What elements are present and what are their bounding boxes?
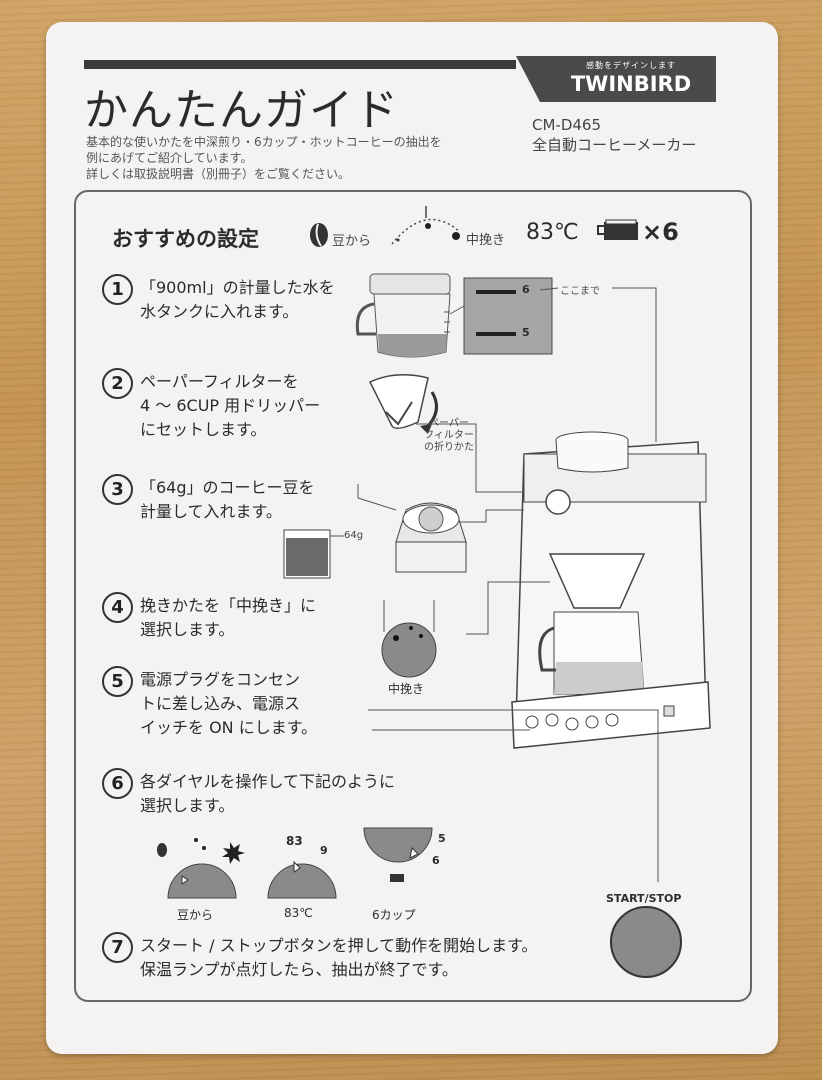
step-text-6: 各ダイヤルを操作して下記のように選択します。 (140, 772, 396, 815)
leader-lines (368, 287, 659, 882)
step-number-1: 1 (102, 274, 133, 305)
dial-cups-mark-5: 5 (438, 832, 446, 845)
step-text-5: 電源プラグをコンセントに差し込み、電源スイッチを ON にします。 (140, 670, 318, 737)
gauge-callout: ここまで (560, 286, 600, 297)
recommended-label: おすすめの設定 (112, 227, 259, 251)
title-bar (84, 60, 516, 69)
water-gauge-zoom (449, 277, 559, 355)
dial-temp-right: 9 (320, 844, 328, 857)
bean-setting: 豆から (332, 234, 372, 249)
quick-guide-card: 感動をデザインします TWINBIRD かんたんガイド 基本的な使いかたを中深煎… (46, 22, 778, 1054)
start-stop-illustration (610, 906, 682, 978)
dial-cups (363, 827, 433, 882)
dial-bean-label: 豆から (177, 908, 214, 922)
step-number-4: 4 (102, 592, 133, 623)
bean-weight-label: 64g (344, 530, 364, 541)
model-number: CM-D465 (532, 116, 602, 134)
grind-setting: 中挽き (466, 233, 506, 248)
grind-dial-illustration (381, 600, 437, 678)
step-text-4: 挽きかたを「中挽き」に選択します。 (140, 596, 317, 639)
step-number-5: 5 (102, 666, 133, 697)
step-text-3: 「64g」のコーヒー豆を計量して入れます。 (140, 478, 315, 521)
filter-note: ペーパーフィルターの折りかた (424, 418, 474, 453)
hopper-illustration (357, 484, 467, 573)
dial-temp (267, 860, 337, 899)
coffee-maker-illustration (511, 431, 711, 749)
bean-cup-illustration (283, 529, 344, 579)
gauge-mark-5: 5 (522, 326, 530, 339)
dial-cups-mark-6: 6 (432, 854, 440, 867)
grind-dial-label: 中挽き (388, 682, 425, 696)
carafe-illustration (355, 273, 451, 358)
grind-arc-icon (391, 206, 461, 245)
bean-icon (310, 223, 328, 247)
brand-tagline: 感動をデザインします (586, 61, 676, 70)
gauge-mark-6: 6 (522, 283, 530, 296)
dial-cups-label: 6カップ (372, 908, 416, 922)
step-number-2: 2 (102, 368, 133, 399)
intro-text: 基本的な使いかたを中深煎り・6カップ・ホットコーヒーの抽出を 例にあげてご紹介し… (86, 135, 442, 181)
step-number-6: 6 (102, 768, 133, 799)
temp-setting: 83℃ (526, 220, 579, 245)
paper-filter-illustration (368, 374, 438, 434)
step-number-3: 3 (102, 474, 133, 505)
cup-icon (597, 219, 638, 240)
brand-logo: TWINBIRD (570, 72, 692, 96)
dial-temp-top: 83 (286, 834, 303, 848)
product-type: 全自動コーヒーメーカー (532, 136, 697, 154)
illustrations (157, 206, 711, 978)
page-title: かんたんガイド (84, 85, 399, 136)
dial-temp-label: 83℃ (284, 906, 313, 920)
start-stop-label: START/STOP (606, 892, 682, 905)
instructions-box (74, 190, 752, 1002)
brand-banner (516, 56, 716, 102)
dial-bean (157, 838, 245, 899)
cups-setting: ×6 (642, 218, 679, 246)
step-text-7: スタート / ストップボタンを押して動作を開始します。保温ランプが点灯したら、抽… (140, 936, 538, 979)
step-text-1: 「900ml」の計量した水を水タンクに入れます。 (140, 278, 335, 321)
step-number-7: 7 (102, 932, 133, 963)
